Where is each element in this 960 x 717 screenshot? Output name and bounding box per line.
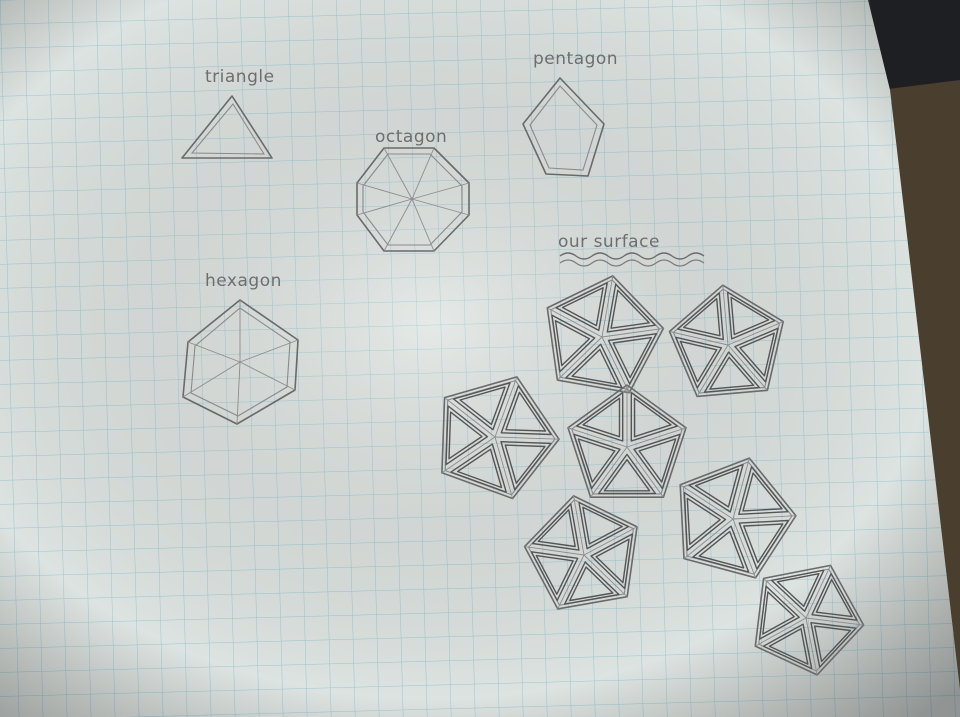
surface-fan-7 bbox=[754, 564, 865, 676]
surface-fan-5 bbox=[679, 457, 797, 579]
hexagon-label: hexagon bbox=[205, 271, 282, 291]
dark-corner bbox=[870, 0, 960, 95]
surface-fan-6 bbox=[523, 495, 638, 610]
pentagon-drawing bbox=[522, 77, 605, 177]
triangle-drawing bbox=[181, 95, 273, 159]
surface-underline-2 bbox=[559, 259, 705, 267]
surface-fan-3 bbox=[441, 376, 560, 500]
surface-label: our surface bbox=[558, 232, 660, 252]
surface-drawing bbox=[441, 275, 865, 676]
pentagon-label: pentagon bbox=[533, 49, 618, 69]
surface-fan-4 bbox=[567, 384, 687, 499]
hexagon-drawing bbox=[182, 299, 299, 425]
octagon-drawing bbox=[356, 147, 470, 252]
surface-fan-2 bbox=[668, 284, 785, 398]
surface-underline bbox=[559, 252, 705, 260]
surface-fan-1 bbox=[546, 275, 665, 394]
octagon-label: octagon bbox=[375, 127, 447, 147]
triangle-label: triangle bbox=[205, 67, 275, 87]
